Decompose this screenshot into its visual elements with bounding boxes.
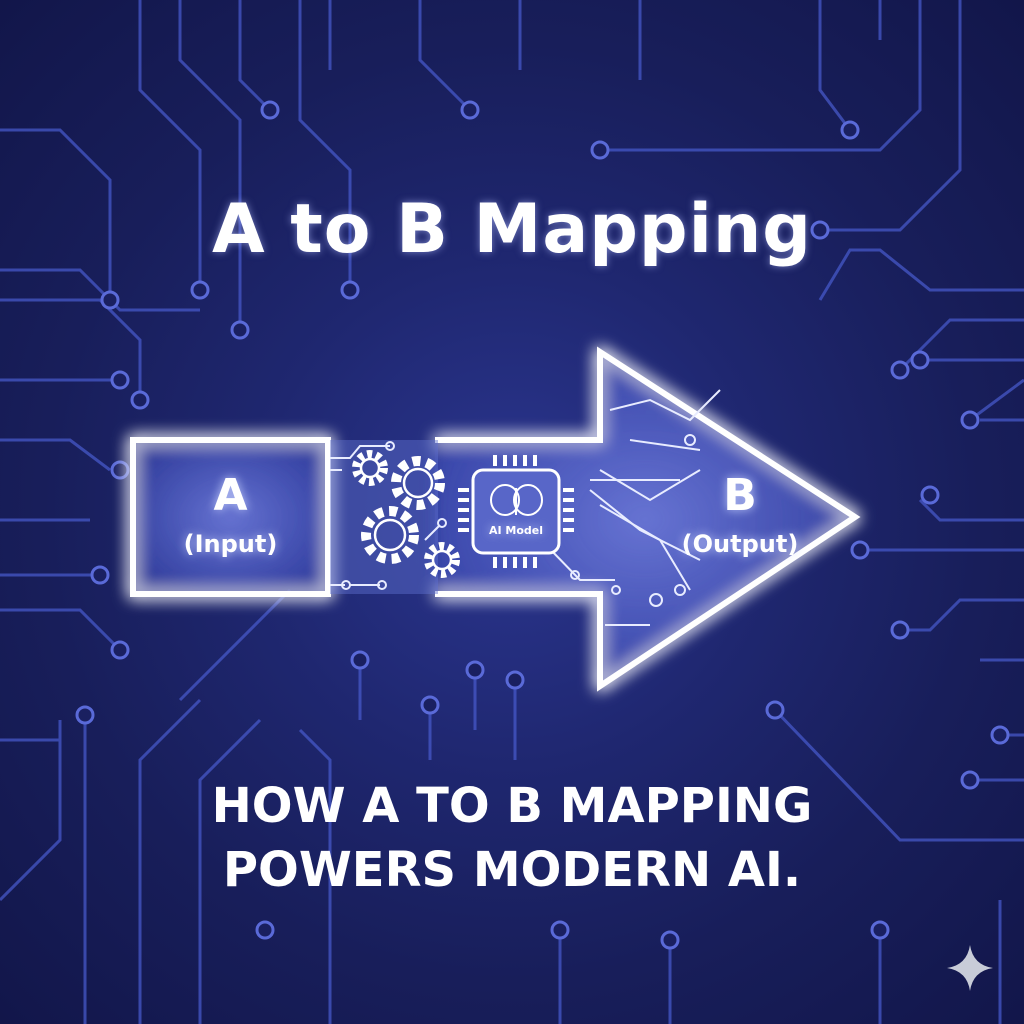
gear-icon <box>361 506 419 564</box>
model-label: AI Model <box>488 524 544 537</box>
page-title: A to B Mapping <box>211 190 812 269</box>
gear-icon <box>352 450 388 486</box>
gear-icons <box>352 450 460 578</box>
chip-icon <box>458 455 574 568</box>
subtitle-line-1: HOW A TO B MAPPING <box>211 778 813 834</box>
output-label: (Output) <box>681 530 799 558</box>
gear-icon <box>424 542 460 578</box>
circuit-nodes <box>75 100 1010 950</box>
subtitle-line-2: POWERS MODERN AI. <box>222 842 802 898</box>
sparkle-icon <box>947 945 993 991</box>
input-letter: A <box>213 470 248 521</box>
output-letter: B <box>723 470 757 521</box>
brain-icon <box>490 484 543 516</box>
output-arrow <box>435 346 861 692</box>
input-box <box>130 437 331 597</box>
gear-icon <box>391 456 445 510</box>
connector-traces <box>330 389 721 626</box>
input-label: (Input) <box>183 530 278 558</box>
